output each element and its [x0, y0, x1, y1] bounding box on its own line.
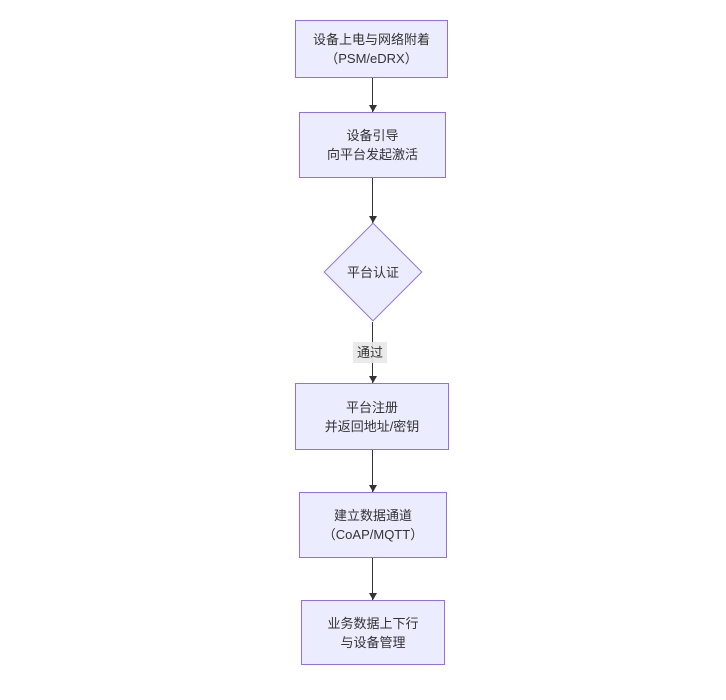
node-device-power: 设备上电与网络附着 （PSM/eDRX） [295, 20, 448, 78]
node-platform-register-line2: 并返回地址/密钥 [324, 418, 420, 434]
arrow-down-icon [368, 216, 377, 223]
node-device-power-line1: 设备上电与网络附着 [312, 32, 430, 47]
edge-label-pass: 通过 [353, 342, 388, 363]
node-business-data: 业务数据上下行 与设备管理 [301, 600, 445, 665]
arrow-down-icon [368, 376, 377, 383]
node-business-data-line2: 与设备管理 [340, 634, 406, 650]
edge-line [372, 450, 373, 492]
arrow-down-icon [368, 105, 377, 112]
node-device-bootstrap-line2: 向平台发起激活 [326, 147, 418, 162]
node-platform-register: 平台注册 并返回地址/密钥 [295, 383, 449, 450]
edge-bootstrap-to-auth [368, 178, 377, 223]
node-platform-auth-decision: 平台认证 [323, 222, 423, 322]
edge-register-to-channel [368, 450, 377, 492]
node-data-channel-line2: （CoAP/MQTT） [322, 527, 424, 542]
node-business-data-line1: 业务数据上下行 [327, 615, 419, 631]
node-device-bootstrap-line1: 设备引导 [346, 128, 399, 143]
node-platform-auth-label: 平台认证 [346, 264, 399, 280]
node-data-channel: 建立数据通道 （CoAP/MQTT） [299, 492, 447, 558]
edge-line [372, 558, 373, 600]
arrow-down-icon [368, 485, 377, 492]
node-device-power-line2: （PSM/eDRX） [325, 51, 418, 66]
node-platform-register-line1: 平台注册 [345, 399, 398, 415]
node-device-bootstrap: 设备引导 向平台发起激活 [299, 112, 446, 178]
edge-power-to-bootstrap [368, 78, 377, 112]
arrow-down-icon [368, 593, 377, 600]
edge-channel-to-business [368, 558, 377, 600]
node-data-channel-line1: 建立数据通道 [333, 508, 412, 523]
edge-line [372, 178, 373, 223]
edge-line [372, 78, 373, 112]
